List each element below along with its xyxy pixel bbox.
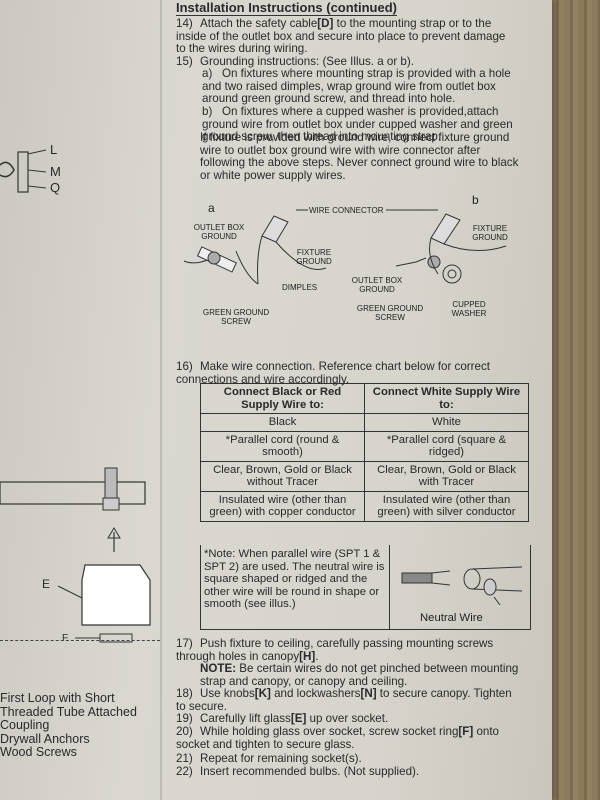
left-parts-drawing — [0, 149, 47, 193]
table-cell: Insulated wire (other than green) with s… — [364, 490, 529, 522]
page-title: Installation Instructions (continued) — [176, 0, 397, 16]
neutral-wire-label: Neutral Wire — [420, 612, 483, 624]
step-16: 16)Make wire connection. Reference chart… — [176, 360, 490, 386]
step-15a: a)On fixtures where mounting strap is pr… — [202, 67, 511, 105]
green-ground-screw-label-a: GREEN GROUND SCREW — [202, 308, 270, 326]
step-15-ground-wire-note: If fixture is provided with ground wire,… — [200, 131, 519, 182]
part-f-label: F — [62, 633, 69, 644]
step-22: 22)Insert recommended bulbs. (Not suppli… — [176, 765, 420, 778]
illus-b-label: b — [472, 193, 479, 207]
outlet-box-ground-label-b: OUTLET BOX GROUND — [351, 276, 403, 294]
step-20: 20)While holding glass over socket, scre… — [176, 725, 500, 751]
step-21: 21)Repeat for remaining socket(s). — [176, 752, 362, 765]
parts-list-item: Drywall Anchors — [0, 731, 90, 746]
neutral-wire-drawing — [401, 566, 523, 606]
parts-list-item: First Loop with Short — [0, 691, 115, 705]
letter-q: Q — [50, 180, 61, 195]
fixture-ground-label-a: FIXTURE GROUND — [296, 248, 332, 266]
parts-list-item: Threaded Tube Attached — [0, 704, 137, 719]
table-cell: White — [364, 413, 529, 432]
parts-list-item: Wood Screws — [0, 745, 77, 759]
part-e-label: E — [42, 577, 51, 591]
green-ground-screw-label-b: GREEN GROUND SCREW — [356, 304, 424, 322]
wire-connector-label: WIRE CONNECTOR — [309, 206, 384, 215]
step-15: 15)Grounding instructions: (See Illus. a… — [176, 55, 414, 68]
table-header-row: Connect Black or Red Supply Wire to: Con… — [200, 383, 529, 414]
grounding-illustration — [183, 209, 507, 285]
instruction-sheet: L M Q E F First Loop with Short Threaded… — [0, 0, 552, 800]
table-cell: *Parallel cord (square & ridged) — [364, 430, 529, 462]
table-cell: Clear, Brown, Gold or Black with Tracer — [364, 460, 529, 492]
table-row: Clear, Brown, Gold or Black without Trac… — [200, 460, 529, 492]
parts-list-item: Coupling — [0, 718, 50, 732]
step-15b: b)On fixtures where a cupped washer is p… — [202, 105, 513, 143]
table-cell: Clear, Brown, Gold or Black without Trac… — [200, 460, 365, 492]
column-header: Connect Black or Red Supply Wire to: — [200, 383, 365, 414]
table-row: Black White — [200, 413, 529, 432]
dimples-label: DIMPLES — [282, 283, 318, 292]
cupped-washer-label: CUPPED WASHER — [451, 300, 487, 318]
fixture-ground-label-b: FIXTURE GROUND — [472, 224, 508, 242]
letter-l: L — [50, 142, 58, 157]
step-19: 19)Carefully lift glass[E] up over socke… — [176, 712, 389, 725]
outlet-box-ground-label-a: OUTLET BOX GROUND — [193, 223, 245, 241]
glass-shade-drawing — [0, 467, 151, 643]
note-text: *Note: When parallel wire (SPT 1 & SPT 2… — [204, 548, 385, 610]
step-17-note: NOTE: Be certain wires do not get pinche… — [200, 662, 519, 688]
table-row: Insulated wire (other than green) with c… — [200, 490, 529, 522]
step-18: 18)Use knobs[K] and lockwashers[N] to se… — [176, 687, 512, 713]
wood-surface — [550, 0, 600, 800]
wire-connection-table: Connect Black or Red Supply Wire to: Con… — [200, 383, 529, 522]
table-cell: Insulated wire (other than green) with c… — [200, 490, 365, 522]
step-17: 17)Push fixture to ceiling, carefully pa… — [176, 637, 494, 663]
table-row: *Parallel cord (round & smooth) *Paralle… — [200, 430, 529, 462]
table-cell: Black — [200, 413, 365, 432]
parallel-wire-note: *Note: When parallel wire (SPT 1 & SPT 2… — [200, 545, 531, 630]
letter-m: M — [50, 164, 61, 179]
neutral-wire-illustration: Neutral Wire — [389, 545, 530, 629]
column-header: Connect White Supply Wire to: — [364, 383, 529, 414]
table-cell: *Parallel cord (round & smooth) — [200, 430, 365, 462]
page-fold — [160, 0, 162, 800]
illus-a-label: a — [208, 201, 215, 215]
step-14: 14)Attach the safety cable[D] to the mou… — [176, 17, 506, 55]
parts-list: First Loop with Short Threaded Tube Atta… — [0, 691, 137, 760]
cut-line — [0, 640, 160, 641]
